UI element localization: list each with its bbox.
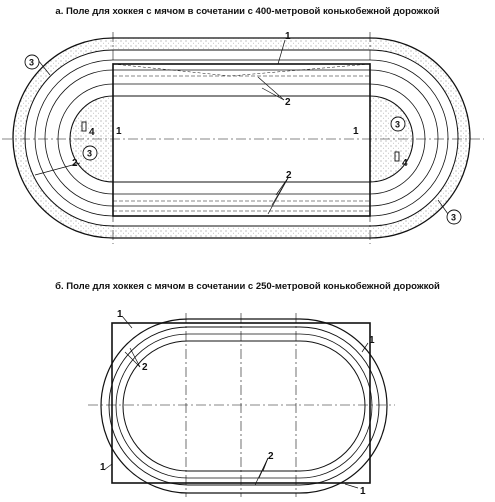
- figure-a-outer-track-band: [13, 38, 470, 238]
- figure-b-labels: 1 2 1 1 2 1: [100, 309, 375, 497]
- figure-a-leader: [34, 162, 81, 176]
- figure-a-circle-3-left: [82, 145, 98, 161]
- figure-a-item-4-right: [394, 151, 400, 162]
- figure-a-label-3-top-left: 3: [29, 58, 34, 68]
- figure-a-leader: [271, 177, 289, 206]
- figure-b-label-1-right: 1: [369, 335, 375, 346]
- figure-b-leader: [129, 347, 141, 368]
- figure-a-right-infield: [370, 96, 413, 182]
- figure-a-leader: [261, 87, 285, 101]
- figure-b-outer-edge: [100, 318, 388, 494]
- figure-a-left-infield: [70, 96, 113, 182]
- figure-a-label-3-left: 3: [87, 149, 92, 159]
- figure-a-label-2-bottom: 2: [286, 170, 292, 181]
- figure-a-diagram: [2, 32, 484, 244]
- figure-a-hockey-field: [112, 63, 371, 217]
- figure-b-track-edge-2: [108, 326, 380, 486]
- figure-b-label-2-bottom: 2: [268, 451, 274, 462]
- figure-b-leader: [121, 315, 133, 329]
- figure-a-label-1-mid-left: 1: [116, 126, 122, 137]
- figure-a-outer-edge: [12, 37, 471, 239]
- figure-b-leader: [344, 483, 359, 489]
- figure-a-leader: [275, 177, 289, 196]
- figure-a-label-3-bottom-right: 3: [451, 213, 456, 223]
- figure-b-leader: [124, 351, 141, 368]
- figure-a-dashed-curve: [112, 63, 371, 77]
- figure-b-label-1-bottom-left: 1: [100, 462, 106, 473]
- figure-a-track-edge-2: [24, 49, 459, 227]
- figure-a-label-4-left: 4: [89, 127, 95, 138]
- figure-a-label-1-mid-right: 1: [353, 126, 359, 137]
- figure-a-label-4-right: 4: [402, 158, 408, 169]
- figure-b-track-edge-3: [115, 333, 373, 479]
- figure-a-leader: [37, 59, 51, 76]
- figure-a-circle-3-top-left: [24, 54, 40, 70]
- figure-b-leader: [361, 342, 369, 353]
- figure-a-label-2-top: 2: [285, 97, 291, 108]
- figure-a-circle-3-right: [390, 116, 406, 132]
- figure-a-labels: 1 2 1 1 4 3 2 3 4 2 3 3: [29, 31, 456, 223]
- figure-b-leader: [262, 457, 269, 472]
- figure-a-leader: [437, 199, 449, 215]
- figure-a-label-1-top: 1: [285, 31, 291, 42]
- figure-b-title: б. Поле для хоккея с мячом в сочетании с…: [55, 281, 440, 292]
- figure-b-inner-edge: [122, 340, 366, 472]
- figure-a-item-4-left: [81, 121, 87, 132]
- figure-b-label-1-bottom-right: 1: [360, 486, 366, 497]
- figure-b-leader: [103, 463, 113, 471]
- figure-b-label-2-left: 2: [142, 362, 148, 373]
- figure-a-leader: [257, 76, 285, 101]
- figure-a-leader: [277, 39, 286, 65]
- figure-a-label-3-right: 3: [395, 120, 400, 130]
- figure-b-diagram: [88, 313, 395, 497]
- figure-a-label-2-left: 2: [72, 158, 78, 169]
- figure-a-circle-3-bottom-right: [446, 209, 462, 225]
- figure-b-label-1-top-left: 1: [117, 309, 123, 320]
- figure-a-track-edge-4: [44, 69, 439, 207]
- figure-a-title: а. Поле для хоккея с мячом в сочетании с…: [55, 6, 440, 17]
